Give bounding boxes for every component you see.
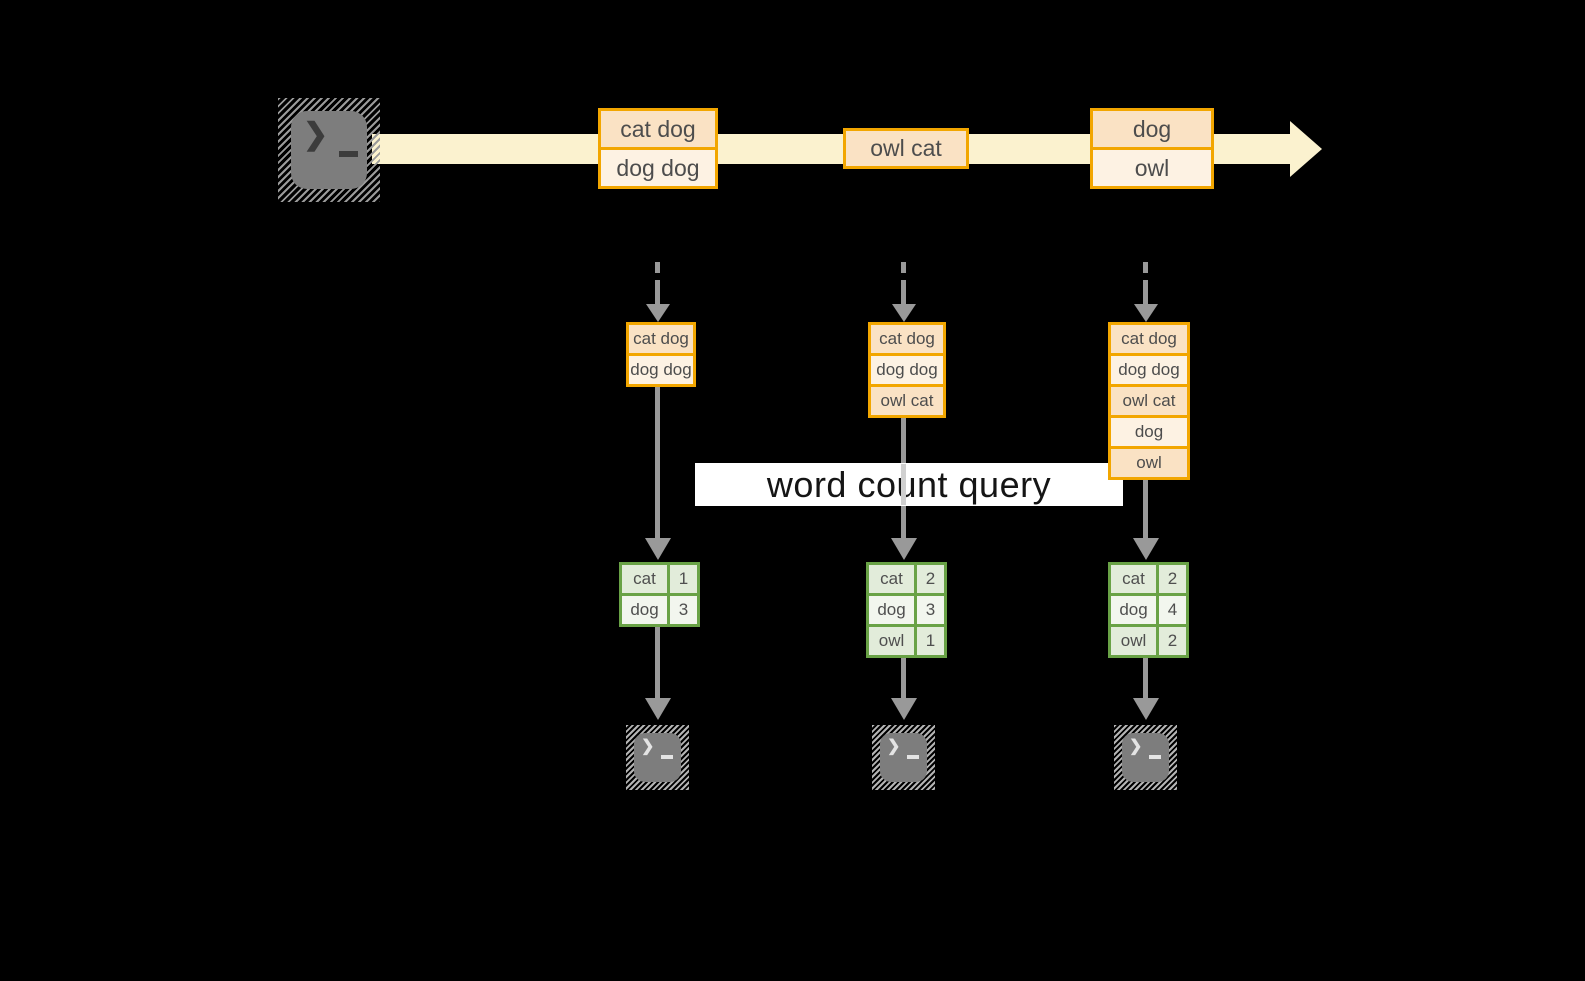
- stream-event: owl: [1093, 147, 1211, 186]
- stack-cell: dog dog: [1111, 353, 1187, 384]
- source-terminal-icon: ❯: [278, 98, 380, 202]
- word-cell: dog: [1111, 596, 1156, 624]
- query-arrowhead-icon: [645, 538, 671, 560]
- output-arrow-line: [655, 627, 660, 698]
- ingest-arrow-dash: [901, 280, 906, 304]
- window-stack-2: cat dog dog dog owl cat: [868, 322, 946, 418]
- query-arrow-line: [655, 387, 660, 538]
- window-stack-3: cat dog dog dog owl cat dog owl: [1108, 322, 1190, 480]
- output-arrow-line: [901, 658, 906, 698]
- stack-cell: owl cat: [1111, 384, 1187, 415]
- count-cell: 4: [1159, 596, 1186, 624]
- output-arrowhead-icon: [1133, 698, 1159, 720]
- stream-event-box-1: cat dog dog dog: [598, 108, 718, 189]
- stack-cell: owl: [1111, 446, 1187, 477]
- terminal-screen: ❯: [880, 733, 927, 782]
- count-table-1: cat 1 dog 3: [619, 562, 700, 627]
- prompt-icon: ❯: [887, 738, 901, 755]
- word-cell: owl: [1111, 627, 1156, 655]
- ingest-arrowhead-icon: [1134, 304, 1158, 322]
- stream-event: owl cat: [846, 131, 966, 166]
- query-banner-label: word count query: [766, 464, 1052, 505]
- count-table-2: cat 2 dog 3 owl 1: [866, 562, 947, 658]
- cursor-icon: [339, 151, 358, 157]
- stack-cell: cat dog: [1111, 325, 1187, 353]
- table-row: dog 3: [622, 596, 697, 624]
- word-cell: dog: [622, 596, 667, 624]
- table-row: cat 2: [869, 565, 944, 593]
- ingest-arrow-dash: [1143, 262, 1148, 273]
- word-cell: cat: [869, 565, 914, 593]
- count-cell: 1: [670, 565, 697, 593]
- word-cell: cat: [622, 565, 667, 593]
- stream-event-box-3: dog owl: [1090, 108, 1214, 189]
- stack-cell: dog: [1111, 415, 1187, 446]
- prompt-icon: ❯: [1129, 738, 1143, 755]
- ingest-arrowhead-icon: [646, 304, 670, 322]
- count-cell: 3: [670, 596, 697, 624]
- window-stack-1: cat dog dog dog: [626, 322, 696, 387]
- query-arrow-line: [1143, 480, 1148, 538]
- count-cell: 1: [917, 627, 944, 655]
- count-cell: 2: [1159, 565, 1186, 593]
- stream-event: dog: [1093, 111, 1211, 147]
- stack-cell: owl cat: [871, 384, 943, 415]
- output-arrow-line: [1143, 658, 1148, 698]
- stack-cell: dog dog: [629, 353, 693, 384]
- consumer-terminal-icon-2: ❯: [872, 725, 935, 790]
- ingest-arrowhead-icon: [892, 304, 916, 322]
- consumer-terminal-icon-1: ❯: [626, 725, 689, 790]
- cursor-icon: [907, 755, 919, 759]
- table-row: cat 1: [622, 565, 697, 593]
- table-row: dog 3: [869, 596, 944, 624]
- table-row: owl 2: [1111, 627, 1186, 655]
- cursor-icon: [661, 755, 673, 759]
- output-arrowhead-icon: [891, 698, 917, 720]
- word-cell: cat: [1111, 565, 1156, 593]
- terminal-screen: ❯: [291, 111, 367, 189]
- table-row: owl 1: [869, 627, 944, 655]
- stream-event: dog dog: [601, 147, 715, 186]
- ingest-arrow-dash: [1143, 280, 1148, 304]
- count-cell: 2: [917, 565, 944, 593]
- prompt-icon: ❯: [303, 118, 329, 151]
- count-cell: 2: [1159, 627, 1186, 655]
- stream-arrow-head: [1290, 121, 1322, 177]
- stack-cell: dog dog: [871, 353, 943, 384]
- count-table-3: cat 2 dog 4 owl 2: [1108, 562, 1189, 658]
- stack-cell: cat dog: [629, 325, 693, 353]
- query-arrowhead-icon: [1133, 538, 1159, 560]
- stack-cell: cat dog: [871, 325, 943, 353]
- query-arrow-line-over-banner: [901, 464, 906, 505]
- output-arrowhead-icon: [645, 698, 671, 720]
- table-row: dog 4: [1111, 596, 1186, 624]
- table-row: cat 2: [1111, 565, 1186, 593]
- word-cell: dog: [869, 596, 914, 624]
- stream-event-box-2: owl cat: [843, 128, 969, 169]
- stream-event: cat dog: [601, 111, 715, 147]
- count-cell: 3: [917, 596, 944, 624]
- terminal-screen: ❯: [1122, 733, 1169, 782]
- cursor-icon: [1149, 755, 1161, 759]
- query-banner: word count query: [695, 463, 1123, 506]
- word-cell: owl: [869, 627, 914, 655]
- ingest-arrow-dash: [901, 262, 906, 273]
- consumer-terminal-icon-3: ❯: [1114, 725, 1177, 790]
- ingest-arrow-dash: [655, 262, 660, 273]
- prompt-icon: ❯: [641, 738, 655, 755]
- query-arrowhead-icon: [891, 538, 917, 560]
- terminal-screen: ❯: [634, 733, 681, 782]
- ingest-arrow-dash: [655, 280, 660, 304]
